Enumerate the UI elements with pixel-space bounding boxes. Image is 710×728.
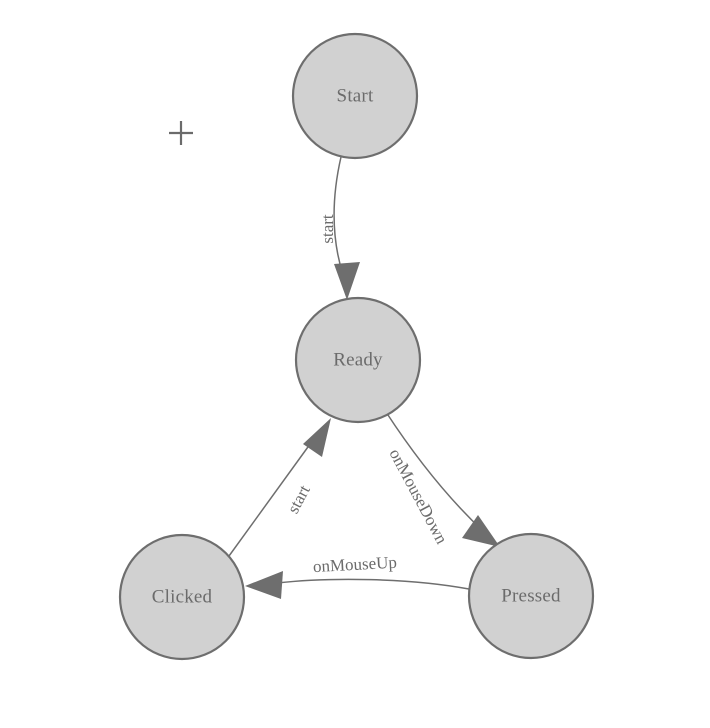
edge-path-pressed-to-clicked: [276, 578, 470, 590]
arrowhead-pressed-to-clicked: [245, 571, 283, 599]
arrowhead-start-to-ready: [334, 262, 360, 300]
arrowhead-ready-to-pressed: [462, 515, 500, 547]
node-clicked-label: Clicked: [152, 586, 213, 607]
edge-label-clicked-to-ready: start: [283, 482, 314, 517]
node-pressed-circle[interactable]: [467, 532, 595, 660]
plus-marker-icon: [169, 121, 193, 145]
edge-path-clicked-to-ready: [228, 439, 314, 557]
edge-label-start-to-ready: start: [318, 214, 337, 244]
node-ready-circle[interactable]: [294, 296, 422, 424]
edge-label-ready-to-pressed: onMouseDown: [385, 446, 451, 548]
node-ready[interactable]: Ready: [294, 296, 422, 424]
edge-ready-to-pressed[interactable]: onMouseDown: [385, 411, 500, 548]
node-clicked-circle[interactable]: [118, 533, 246, 661]
node-start-label: Start: [337, 85, 374, 106]
node-pressed[interactable]: Pressed: [467, 532, 595, 660]
edge-label-pressed-to-clicked: onMouseUp: [312, 553, 397, 576]
arrowhead-clicked-to-ready: [303, 418, 331, 457]
node-start-circle[interactable]: [291, 32, 419, 160]
node-clicked[interactable]: Clicked: [118, 533, 246, 661]
node-pressed-label: Pressed: [501, 585, 561, 606]
edge-start-to-ready[interactable]: start: [318, 156, 360, 300]
edge-path-ready-to-pressed: [385, 411, 485, 533]
edge-pressed-to-clicked[interactable]: onMouseUp: [245, 553, 470, 599]
node-start[interactable]: Start: [291, 32, 419, 160]
node-ready-label: Ready: [333, 349, 383, 370]
edge-clicked-to-ready[interactable]: start: [228, 418, 331, 557]
